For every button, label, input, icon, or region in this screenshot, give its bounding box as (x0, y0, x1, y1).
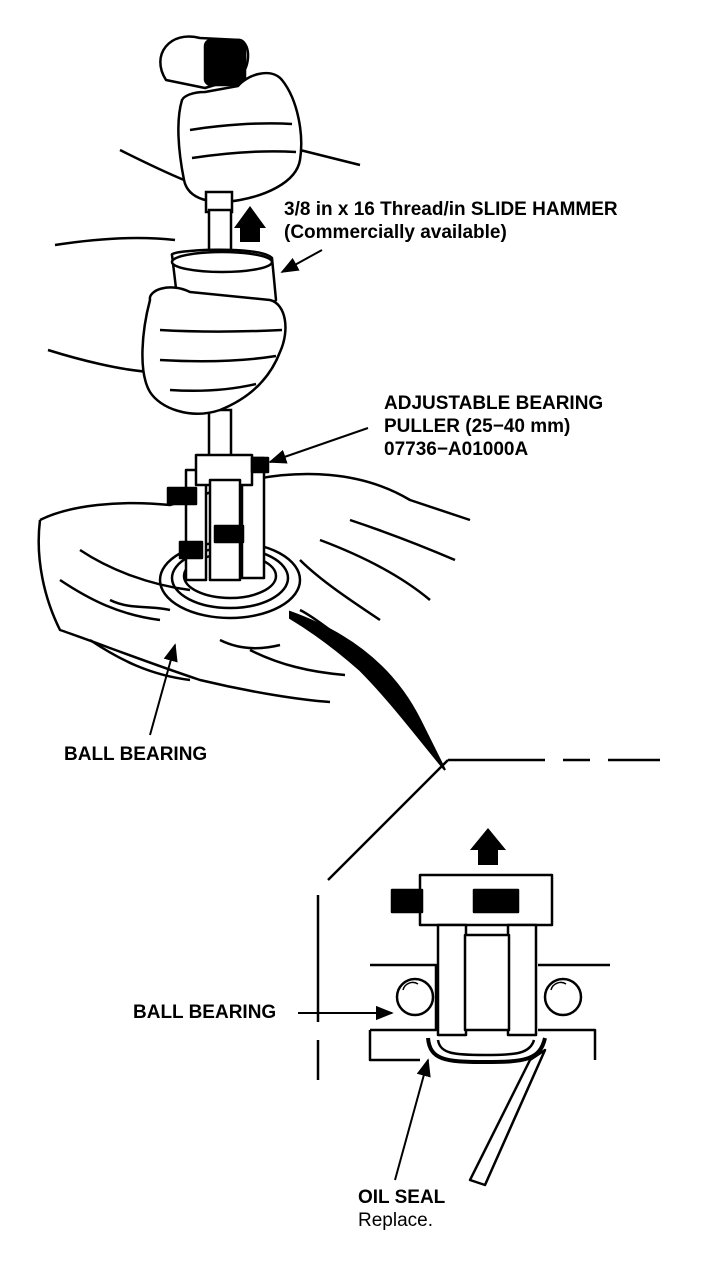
ball-bearing-label-main: BALL BEARING (64, 744, 208, 765)
leader-lines-detail (298, 1005, 431, 1181)
bearing-puller-label-line2: PULLER (25−40 mm) (384, 416, 571, 437)
detail-callout-border (316, 758, 660, 1080)
oil-seal-label: OIL SEAL Replace. (358, 1186, 445, 1232)
oil-seal-title: OIL SEAL (358, 1187, 446, 1208)
bearing-puller-label-line1: ADJUSTABLE BEARING (384, 393, 604, 414)
up-arrow-icon (234, 206, 266, 242)
bearing-puller (166, 453, 270, 582)
slide-hammer-label: 3/8 in x 16 Thread/in SLIDE HAMMER (Comm… (284, 198, 618, 244)
hand-top (119, 35, 361, 204)
detail-view (368, 873, 610, 1187)
bearing-puller-label: ADJUSTABLE BEARING PULLER (25−40 mm) 077… (384, 392, 603, 461)
bearing-puller-label-line3: 07736−A01000A (384, 439, 529, 460)
slide-hammer-label-line1: 3/8 in x 16 Thread/in SLIDE HAMMER (284, 199, 618, 220)
oil-seal-note: Replace. (358, 1210, 433, 1231)
ball-bearing-label-detail: BALL BEARING (133, 1002, 277, 1023)
up-arrow-icon (470, 828, 506, 865)
pry-tool (289, 610, 446, 771)
hand-bottom (47, 236, 287, 415)
slide-hammer-label-line2: (Commercially available) (284, 222, 507, 243)
leader-lines-upper (149, 249, 369, 736)
